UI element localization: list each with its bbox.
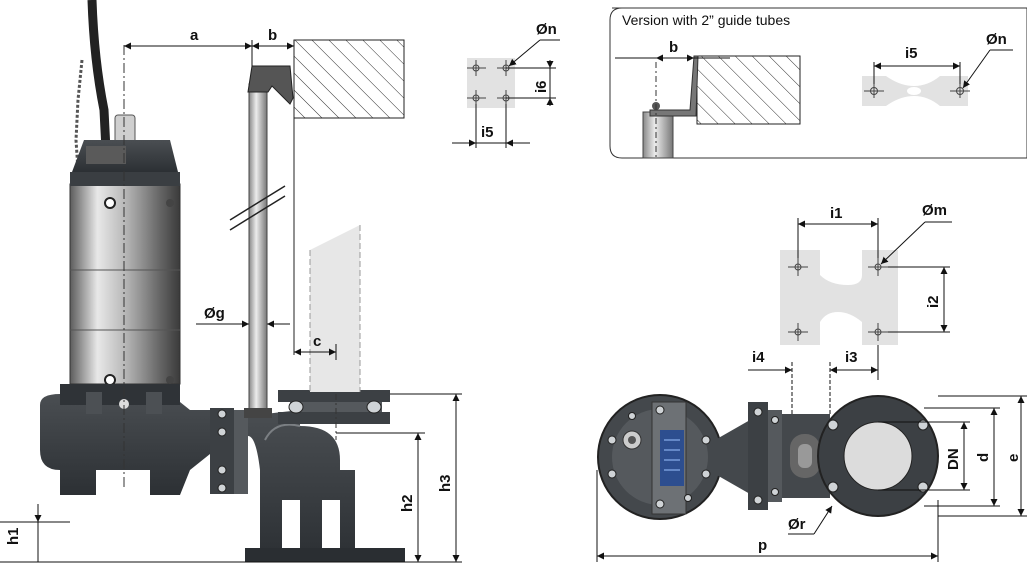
side-dim-b: b	[268, 27, 277, 44]
bracket-plate-view: Øn i6 i5	[452, 21, 560, 148]
top-dim-e: e	[1005, 454, 1022, 462]
flange-dim-i1: i1	[830, 205, 843, 222]
bracket-dim-i6: i6	[533, 80, 550, 93]
top-dim-dn: DN	[945, 448, 962, 470]
pump-volute	[40, 394, 215, 495]
inset-bracket	[649, 55, 699, 117]
duckfoot-bend	[248, 410, 355, 560]
pump-flange	[210, 408, 234, 494]
bracket-dim-i5: i5	[481, 124, 494, 141]
inset-dim-on: Øn	[986, 31, 1007, 48]
pump-top-view: DN d e Ør p	[596, 394, 1027, 562]
inset-dim-b: b	[669, 39, 678, 56]
power-cable	[87, 0, 111, 151]
guide-rail	[248, 83, 268, 415]
lifting-chain	[74, 59, 84, 171]
inset-guide-tube	[642, 111, 674, 159]
flange-dim-i2: i2	[925, 295, 942, 308]
guide-tube-version-inset: Version with 2” guide tubes b i5 Øn	[609, 7, 1027, 159]
nameplate	[660, 430, 684, 486]
inset-title: Version with 2” guide tubes	[622, 12, 790, 28]
bracket-plate	[467, 58, 515, 108]
motor-housing	[69, 183, 181, 385]
side-dim-h3: h3	[437, 474, 454, 492]
discharge-pipe-ghost	[310, 225, 360, 392]
side-dim-og: Øg	[204, 305, 225, 322]
top-volute-neck	[715, 420, 750, 494]
side-dim-c: c	[313, 333, 321, 350]
outlet-flange	[278, 390, 390, 402]
upper-bracket	[247, 65, 294, 105]
outlet-bore	[843, 421, 913, 491]
bracket-dim-on: Øn	[536, 21, 557, 38]
top-dim-p: p	[758, 537, 767, 554]
inset-dim-i5: i5	[905, 45, 918, 62]
side-dim-a: a	[190, 27, 199, 44]
wall-hatch	[293, 39, 405, 119]
flange-dim-om: Øm	[922, 202, 947, 219]
top-dim-or: Ør	[788, 516, 806, 533]
top-dim-d: d	[975, 453, 992, 462]
flange-plate	[780, 250, 898, 345]
inset-wall-hatch	[696, 55, 801, 125]
flange-dim-i4: i4	[752, 349, 765, 366]
flange-plate-view: i1 Øm i2 i4 i3	[748, 202, 952, 415]
flange-dim-i3: i3	[845, 349, 858, 366]
side-dim-h1: h1	[5, 527, 22, 545]
pump-side-view: a b Øg c h1 h2 h3	[0, 0, 462, 563]
side-dim-h2: h2	[399, 494, 416, 512]
